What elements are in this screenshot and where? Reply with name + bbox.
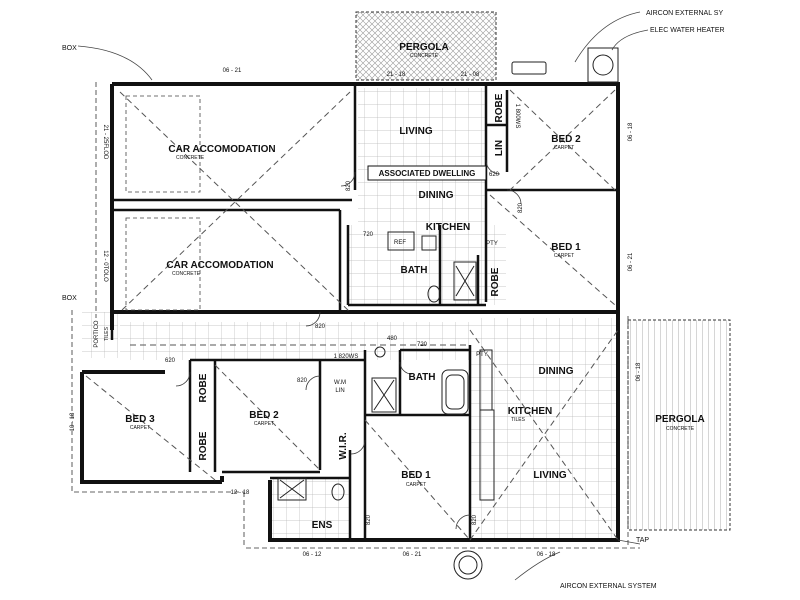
- dim-label: 1 820WS: [334, 354, 359, 360]
- label-bed1-a-sub: CARPET: [554, 253, 574, 259]
- note-leaders: [77, 11, 649, 581]
- hall-tiles: [120, 322, 470, 360]
- dim-label: 1 800WS: [514, 104, 520, 129]
- dim-label: 820: [346, 180, 352, 191]
- label-car-1-sub: CONCRETE: [176, 155, 205, 161]
- dim-label: 820: [472, 514, 478, 525]
- dim-label: 820: [315, 324, 326, 330]
- site-boundary: [71, 82, 640, 549]
- dim-label: 820: [518, 202, 524, 213]
- label-bath-a: BATH: [400, 265, 427, 276]
- room-diagonals: [85, 89, 619, 541]
- dim-label: 720: [363, 232, 374, 238]
- label-bed2-b: BED 2: [249, 410, 279, 421]
- label-lin-a: LIN: [494, 140, 505, 156]
- label-ens: ENS: [312, 520, 333, 531]
- label-bed1-a: BED 1: [551, 242, 581, 253]
- note-aircon-top: AIRCON EXTERNAL SY: [646, 10, 723, 17]
- label-car-2: CAR ACCOMODATION: [166, 260, 273, 271]
- main-living-tiles: [470, 318, 618, 540]
- dim-label: 21 - 08: [461, 72, 480, 78]
- label-ref: REF: [394, 240, 406, 246]
- label-pergola-right-sub: CONCRETE: [666, 426, 695, 432]
- dim-label: 10 - 18: [70, 412, 76, 431]
- label-bed2-a-sub: CARPET: [554, 145, 574, 151]
- label-portico-sub: TILES: [104, 326, 110, 341]
- door-swings: [175, 159, 522, 530]
- dim-label: 820: [366, 514, 372, 525]
- pergola-top-area: [355, 11, 497, 81]
- ens-tiles: [268, 478, 350, 538]
- label-bed3-sub: CARPET: [130, 425, 150, 431]
- outer-walls: [80, 82, 620, 542]
- label-bath-b: BATH: [408, 372, 435, 383]
- note-box-top: BOX: [62, 45, 77, 52]
- dim-label: 06 - 18: [537, 552, 556, 558]
- label-dining-a: DINING: [419, 190, 454, 201]
- dim-label: 06 - 12: [303, 552, 322, 558]
- label-associated-dwelling: ASSOCIATED DWELLING: [379, 169, 476, 178]
- label-wm: W.M: [334, 380, 346, 386]
- label-bed1-b-sub: CARPET: [406, 482, 426, 488]
- label-robe-a1: ROBE: [494, 93, 505, 122]
- dim-label: 12 - 18: [231, 490, 250, 496]
- label-pergola-top: PERGOLA: [399, 42, 448, 53]
- label-pergola-top-sub: CONCRETE: [410, 53, 439, 59]
- associated-dwelling-box: [367, 165, 487, 181]
- label-car-2-sub: CONCRETE: [172, 271, 201, 277]
- label-pty-b: PTY: [476, 352, 488, 358]
- label-portico: PORTICO: [94, 320, 100, 348]
- car-space-1: [125, 95, 201, 193]
- dim-label: 06 - 18: [636, 362, 642, 381]
- label-car-1: CAR ACCOMODATION: [168, 144, 275, 155]
- note-water-heater: ELEC WATER HEATER: [650, 27, 725, 34]
- label-living-b: LIVING: [533, 470, 567, 481]
- dim-label: 480: [387, 336, 398, 342]
- dim-label: 620: [489, 172, 500, 178]
- label-bed3: BED 3: [125, 414, 155, 425]
- label-dining-b: DINING: [539, 366, 574, 377]
- label-pergola-right: PERGOLA: [655, 414, 704, 425]
- dim-label: 21 - 18: [387, 72, 406, 78]
- note-box-left: BOX: [62, 295, 77, 302]
- label-kitchen-a: KITCHEN: [426, 222, 470, 233]
- dim-label: 12 - 0TOLO: [102, 250, 108, 282]
- label-kitchen-b-sub: TILES: [511, 417, 526, 423]
- label-kitchen-b: KITCHEN: [508, 406, 552, 417]
- dim-label: 620: [165, 358, 176, 364]
- kitchen-tiles-a: [348, 225, 506, 305]
- label-bed2-b-sub: CARPET: [254, 421, 274, 427]
- dim-label: 06 - 21: [628, 252, 634, 271]
- label-living-a: LIVING: [399, 126, 433, 137]
- label-wir: W.I.R.: [338, 432, 349, 459]
- dim-label: 06 - 21: [223, 68, 242, 74]
- label-robe-b2: ROBE: [198, 431, 209, 460]
- dim-label: 06 - 18: [628, 122, 634, 141]
- note-tap: TAP: [636, 537, 649, 544]
- dim-label: 720: [417, 342, 428, 348]
- label-bed2-a: BED 2: [551, 134, 581, 145]
- label-bed1-b: BED 1: [401, 470, 431, 481]
- note-aircon-bottom: AIRCON EXTERNAL SYSTEM: [560, 583, 657, 590]
- car-space-2: [125, 217, 201, 311]
- fixtures: [277, 47, 619, 580]
- label-lin-b: LIN: [335, 388, 344, 394]
- pergola-right-area: [627, 319, 731, 531]
- label-robe-a2: ROBE: [490, 267, 501, 296]
- label-pty-a: PTY: [486, 241, 498, 247]
- dim-label: 820: [297, 378, 308, 384]
- dim-label: 21 - 25FLOD: [102, 125, 108, 160]
- label-robe-b1: ROBE: [198, 373, 209, 402]
- dim-label: 06 - 21: [403, 552, 422, 558]
- living-dining-tiles: [358, 88, 486, 226]
